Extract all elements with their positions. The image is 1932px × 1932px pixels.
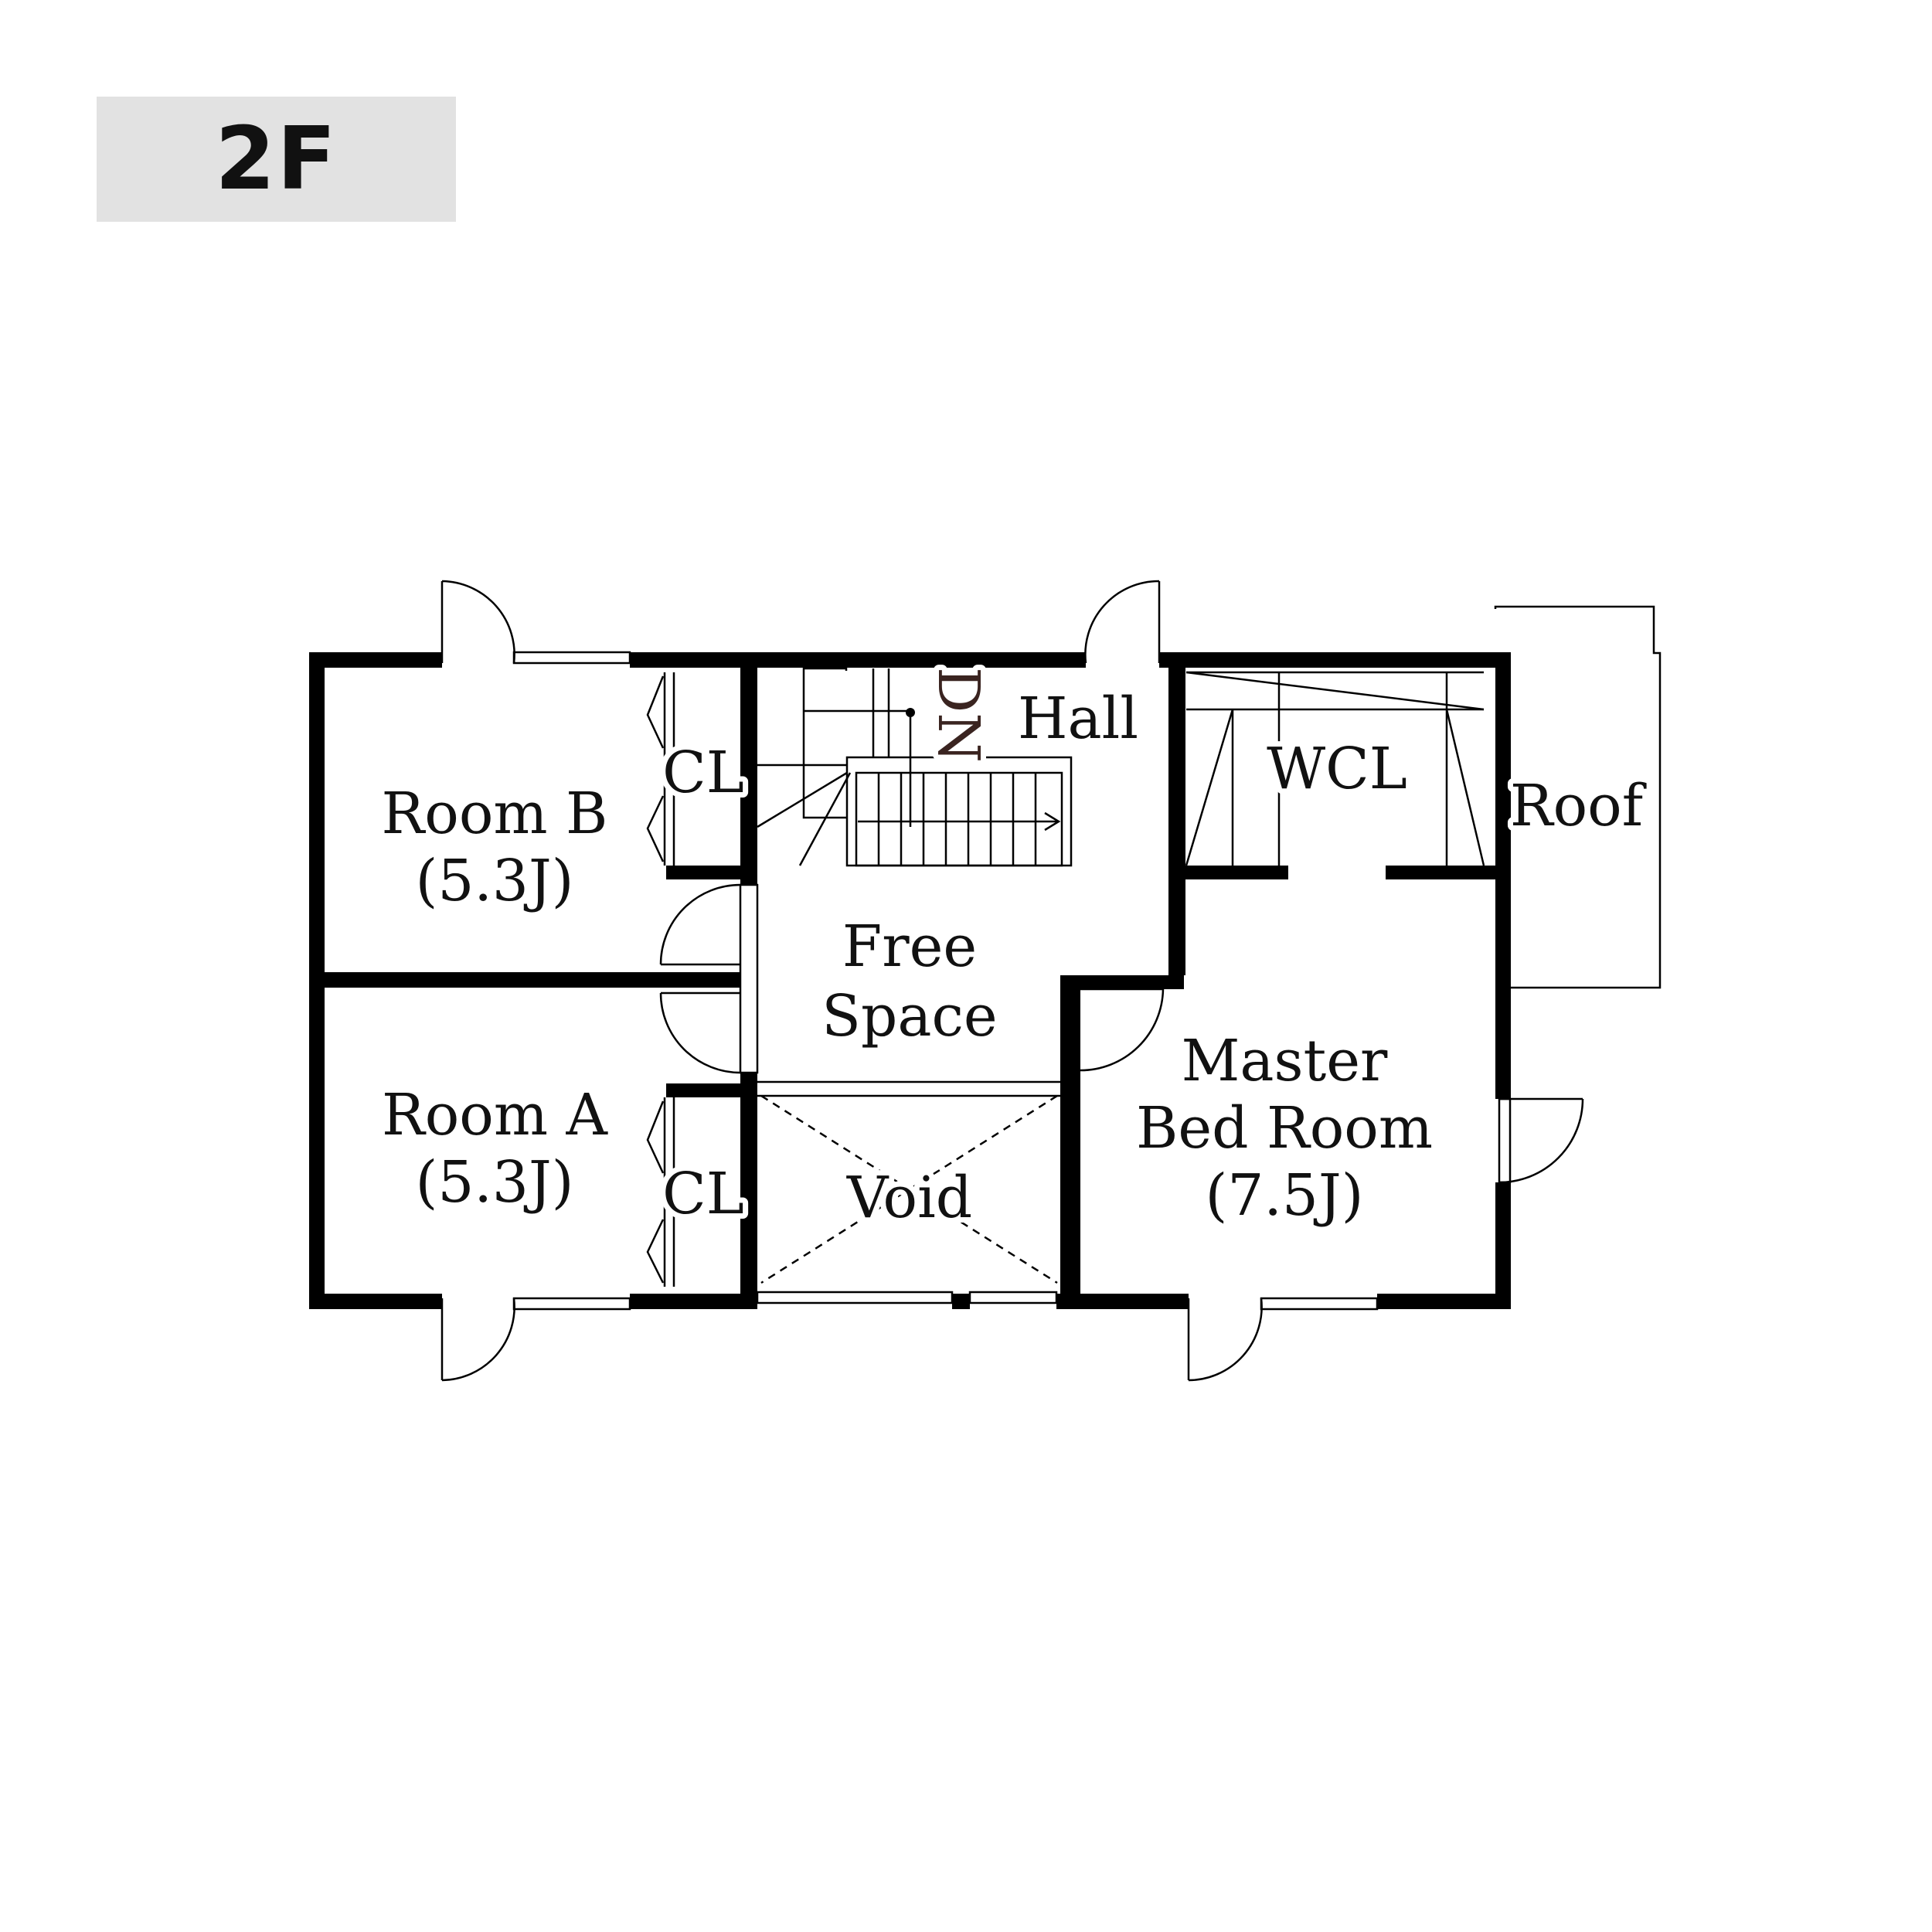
master-size: (7.5J) bbox=[1205, 1162, 1363, 1229]
void-label: Void bbox=[846, 1165, 972, 1231]
walls bbox=[309, 652, 1511, 1309]
staircase bbox=[757, 667, 1073, 867]
roof-label: Roof bbox=[1510, 773, 1647, 839]
door-room-b-hall bbox=[659, 883, 741, 966]
door-hall-exterior bbox=[1084, 580, 1161, 664]
room-b-name: Room B bbox=[382, 781, 608, 847]
floor-badge: 2F bbox=[97, 97, 456, 222]
stair-treads bbox=[877, 773, 1037, 866]
room-a-size: (5.3J) bbox=[415, 1149, 573, 1216]
closet-b-doors bbox=[646, 672, 675, 866]
door-room-a-hall bbox=[659, 992, 741, 1074]
free-space-line2: Space bbox=[821, 983, 997, 1049]
hall-label: Hall bbox=[1018, 685, 1138, 752]
closet-b-label: CL bbox=[662, 740, 744, 806]
closet-a-label: CL bbox=[662, 1161, 744, 1227]
door-room-b-exterior bbox=[440, 580, 515, 664]
door-master-hall bbox=[1080, 988, 1165, 1072]
door-room-a-exterior bbox=[440, 1298, 515, 1382]
stair-direction-label: DN bbox=[925, 667, 992, 763]
closet-a-doors bbox=[646, 1097, 675, 1287]
room-b-size: (5.3J) bbox=[415, 848, 573, 914]
master-line2: Bed Room bbox=[1136, 1095, 1433, 1162]
labels: Room B (5.3J) CL Room A (5.3J) CL Hall D… bbox=[376, 662, 1652, 1236]
void-area bbox=[757, 1080, 1060, 1284]
room-a-name: Room A bbox=[382, 1082, 609, 1148]
free-space-line1: Free bbox=[842, 913, 977, 980]
floor-label: 2F bbox=[215, 109, 338, 209]
wcl-label: WCL bbox=[1267, 736, 1407, 802]
door-master-south bbox=[1187, 1298, 1263, 1382]
master-line1: Master bbox=[1182, 1028, 1388, 1094]
roof-outline bbox=[1494, 605, 1662, 989]
wcl-fittings bbox=[1185, 671, 1485, 866]
door-master-east bbox=[1498, 1097, 1584, 1184]
